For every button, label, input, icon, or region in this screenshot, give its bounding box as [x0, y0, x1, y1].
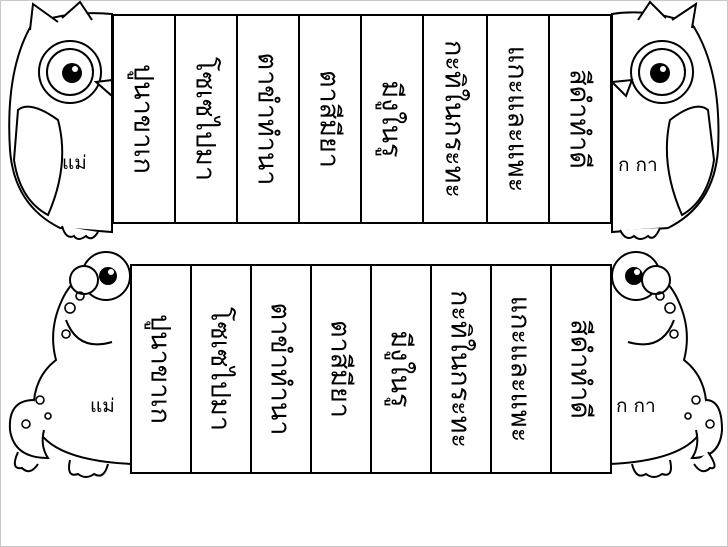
word-card: ตาขำทำนา: [238, 16, 300, 222]
word-card: สีดำทำดี: [552, 266, 612, 472]
left-label-top: แม่: [62, 152, 87, 174]
word-text: แกะและแพะ: [504, 295, 536, 443]
word-card: โซเซไปมา: [176, 16, 238, 222]
owl-left-illustration: [8, 0, 113, 240]
word-text: ตาขำทำนา: [264, 302, 296, 436]
word-card: กะทิในกระทะ: [432, 266, 492, 472]
word-text: ตาสีมียา: [313, 70, 345, 168]
word-text: กะทิในกระทะ: [438, 40, 470, 198]
right-label-bottom: ก กา: [616, 395, 656, 417]
word-card: แกะและแพะ: [488, 16, 550, 222]
word-text: มีงูในรู: [384, 330, 416, 408]
word-card: กะทิในกระทะ: [424, 16, 488, 222]
word-card: โซเซไปมา: [192, 266, 252, 472]
word-card: มีงูในรู: [362, 16, 424, 222]
word-card: ปูนาขาเก: [114, 16, 176, 222]
frog-left-illustration: [8, 251, 133, 478]
word-card: ปูนาขาเก: [132, 266, 192, 472]
right-label-top: ก กา: [618, 154, 658, 176]
word-text: แกะและแพะ: [501, 45, 533, 193]
word-text: โซเซไปมา: [189, 56, 221, 182]
word-text: มีงูในรู: [375, 80, 407, 158]
word-card: สีดำทำดี: [550, 16, 612, 222]
word-text: สีดำทำดี: [563, 69, 595, 169]
word-strip-top: ปูนาขาเก โซเซไปมา ตาขำทำนา ตาสีมียา มีงูในรู…: [112, 14, 612, 224]
word-card: แกะและแพะ: [492, 266, 552, 472]
word-card: ตาสีมียา: [300, 16, 362, 222]
word-text: สีดำทำดี: [564, 319, 596, 419]
word-card: ตาสีมียา: [312, 266, 372, 472]
frog-right-illustration: [609, 251, 724, 478]
word-card: มีงูในรู: [372, 266, 432, 472]
word-text: โซเซไปมา: [204, 306, 236, 432]
word-text: กะทิในกระทะ: [444, 290, 476, 448]
word-card: ตาขำทำนา: [252, 266, 312, 472]
word-text: ตาขำทำนา: [251, 52, 283, 186]
word-text: ปูนาขาเก: [127, 64, 159, 174]
word-text: ปูนาขาเก: [144, 314, 176, 424]
word-strip-bottom: ปูนาขาเก โซเซไปมา ตาขำทำนา ตาสีมียา มีงูในรู…: [130, 264, 612, 474]
left-label-bottom: แม่: [90, 395, 115, 417]
owl-right-illustration: [609, 0, 720, 240]
word-text: ตาสีมียา: [324, 320, 356, 418]
